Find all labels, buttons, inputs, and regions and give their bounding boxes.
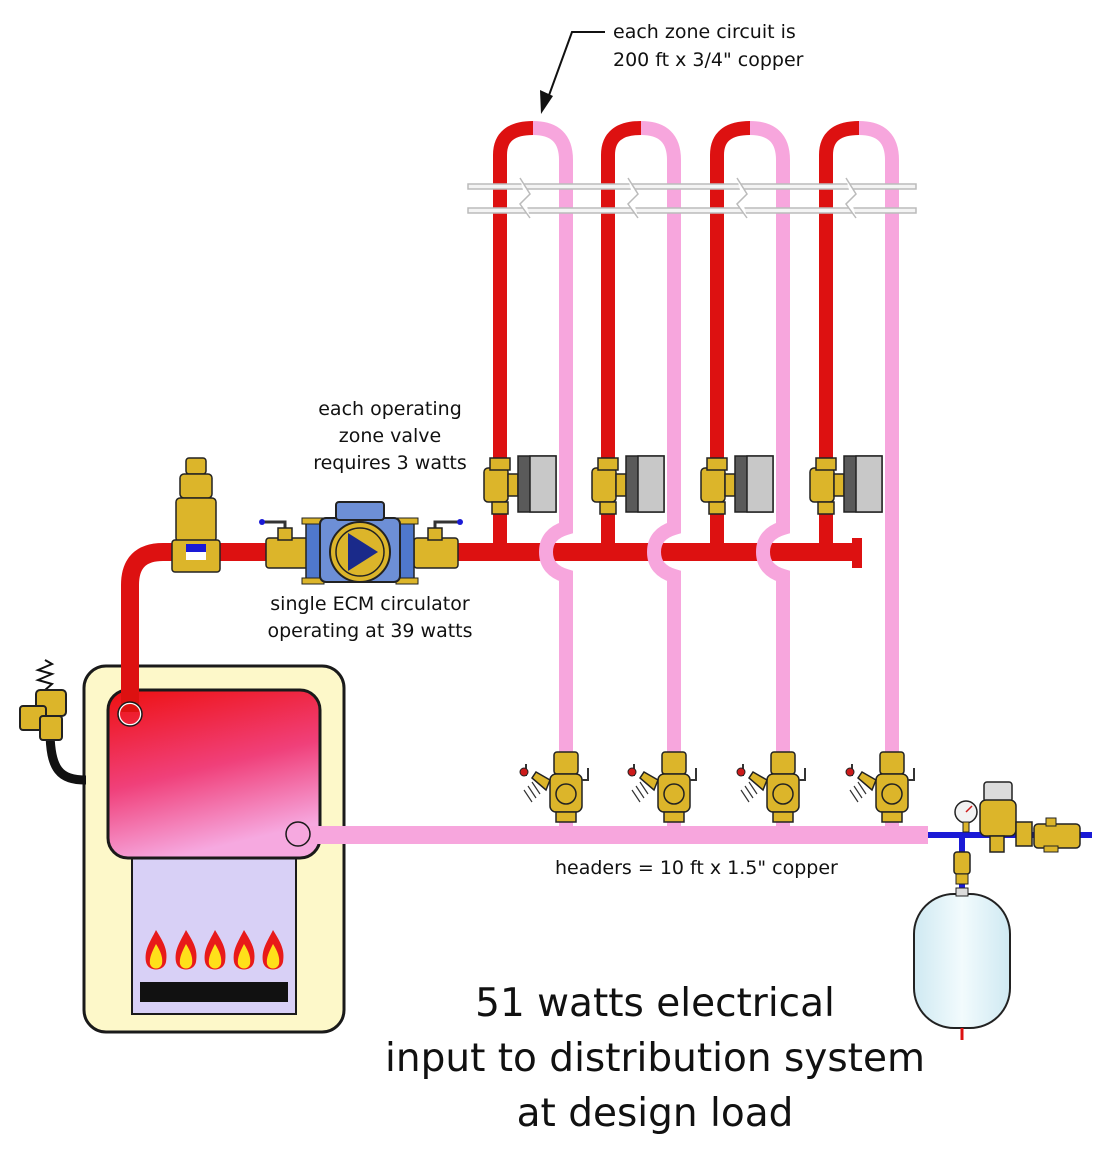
zone-3-supply [710,121,751,552]
zone-4-return [858,121,899,835]
heat-exchanger [106,688,322,860]
zone-valve-label-line3: requires 3 watts [313,452,467,474]
flange-left [305,521,321,583]
isolation-valve-right [413,519,463,569]
circulator-motor-top [335,501,385,521]
circulator-label: single ECM circulator operating at 39 wa… [248,591,492,645]
zone-valve-label-line1: each operating [318,398,462,420]
air-separator [171,457,221,573]
zone-valve-2 [591,455,665,515]
backflow-preventer [1033,823,1081,849]
zone-1-return [532,121,573,835]
flow-arrow-icon [348,533,378,571]
summary-line3: at design load [516,1091,794,1136]
headers-label: headers = 10 ft x 1.5" copper [555,857,838,879]
isolation-valve-left [259,519,311,569]
zone-valve-1 [483,455,557,515]
zone-valves [483,455,883,515]
zone-1-supply [493,121,534,552]
zone-circuit-label-line1: each zone circuit is [613,21,796,43]
zone-valve-3 [700,455,774,515]
return-connection [285,821,311,847]
summary-title: 51 watts electrical input to distributio… [360,976,950,1141]
balancing-valve-1 [519,751,589,823]
boiler [19,659,346,1034]
flange-right [399,521,415,583]
tank-isolation-valve [953,851,971,875]
circulator-label-line2: operating at 39 watts [267,620,473,642]
zone-3-return [749,121,790,835]
supply-connection-outline [117,701,143,727]
balancing-valves [519,751,915,823]
piping [121,121,1092,895]
balancing-valve-2 [627,751,697,823]
relief-valve [19,659,87,785]
zone-valve-label: each operating zone valve requires 3 wat… [290,396,490,477]
arrow-head-icon [540,90,553,114]
burner-flames [145,930,284,970]
summary-line2: input to distribution system [385,1036,925,1081]
zone-valve-4 [809,455,883,515]
burner-bar [140,982,288,1002]
balancing-valve-4 [845,751,915,823]
zone-circuit-label-line2: 200 ft x 3/4" copper [613,49,804,71]
header-end-cap [852,538,862,568]
summary-line1: 51 watts electrical [475,981,835,1026]
zone-circuit-label: each zone circuit is 200 ft x 3/4" coppe… [613,18,803,74]
supply-connection [118,702,142,726]
circulator-assembly [259,501,463,585]
circulator-label-line1: single ECM circulator [270,593,470,615]
zone-2-supply [601,121,642,552]
floor-break-lines [467,177,917,219]
pressure-reducing-valve [983,781,1013,803]
balancing-valve-3 [736,751,806,823]
zone-2-return [640,121,681,835]
makeup-water-assembly [913,781,1081,1040]
supply-riser [121,543,858,712]
zone-valve-label-line2: zone valve [338,425,442,447]
zone-circuit-leader [540,31,605,114]
zone-4-supply [819,121,860,552]
